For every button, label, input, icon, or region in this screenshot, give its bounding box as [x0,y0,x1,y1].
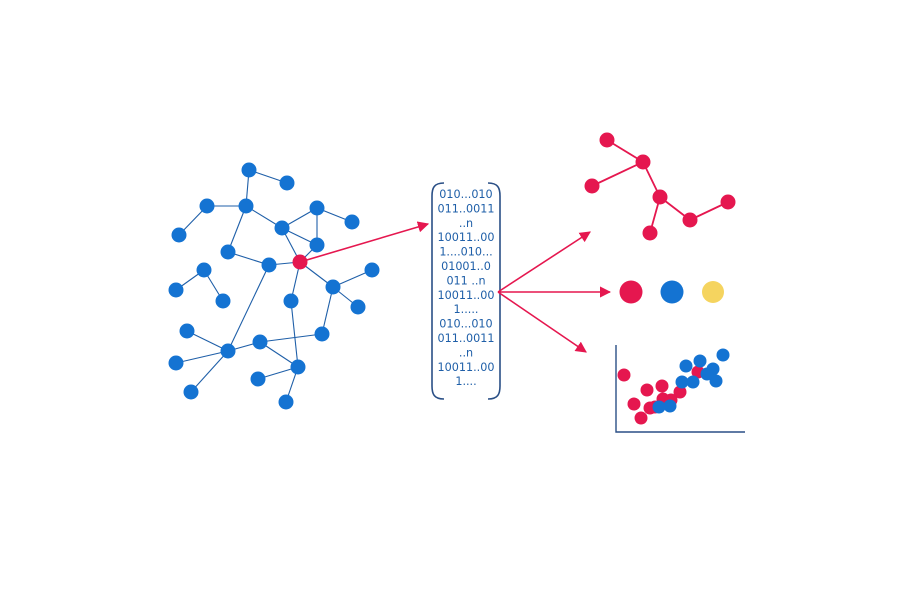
output-red-graph [584,132,736,241]
red-graph-node [642,225,658,241]
red-graph-node [599,132,615,148]
red-graph-node [720,194,736,210]
network-node [252,334,268,350]
scatter-point-blue [693,354,707,368]
vector-line: 011..0011 [438,332,495,345]
scatter-point-blue [716,348,730,362]
scatter-point-red [627,397,641,411]
vector-line: 10011..00 [438,361,495,374]
network-node [325,279,341,295]
vector-line: 10011..00 [438,231,495,244]
class-dot [660,280,684,304]
vector-line: 011 ..n [446,274,485,287]
network-node [309,237,325,253]
network-node [199,198,215,214]
embedding-arrow [299,221,430,263]
network-edge [227,205,247,253]
input-network-graph [168,162,380,410]
red-graph-node [584,178,600,194]
network-node [168,355,184,371]
scatter-point-blue [709,374,723,388]
vector-line: ..n [459,217,473,230]
network-edge [227,264,270,352]
output-scatter-plot [615,345,745,433]
network-node [250,371,266,387]
vector-binary-lines: 010...010011..0011..n10011..001....010..… [438,188,495,388]
vector-line: 010...010 [439,188,492,201]
network-node [350,299,366,315]
scatter-point-blue [652,400,666,414]
network-nodes [168,162,380,410]
scatter-point-red [617,368,631,382]
embedding-vector: 010...010011..0011..n10011..001....010..… [431,182,501,400]
network-edge [190,350,229,393]
scatter-point-red [655,379,669,393]
vector-left-bracket [431,182,445,400]
network-node [179,323,195,339]
network-node [314,326,330,342]
scatter-point-blue [663,399,677,413]
vector-line: 011..0011 [438,202,495,215]
scatter-axes [615,345,745,433]
scatter-points [617,348,730,425]
network-node [241,162,257,178]
network-edge [175,350,229,364]
network-node [261,257,277,273]
network-edge [186,330,229,352]
network-edge [259,341,299,368]
arrow-to-scatter-output [497,291,587,353]
red-graph-node [652,189,668,205]
scatter-point-red [673,385,687,399]
network-node [279,175,295,191]
network-node [168,282,184,298]
network-node [309,200,325,216]
network-node [183,384,199,400]
vector-line: 1....010... [439,246,492,259]
network-node [220,343,236,359]
scatter-point-blue [700,367,714,381]
scatter-point-blue [679,359,693,373]
network-node [196,262,212,278]
network-edge [259,333,323,343]
vector-line: 010...010 [439,318,492,331]
network-edge [290,300,299,368]
network-node [220,244,236,260]
red-graph-node [635,154,651,170]
network-node [274,220,290,236]
network-edge [321,286,334,335]
scatter-point-blue [675,375,689,389]
network-node [283,293,299,309]
scatter-point-blue [686,375,700,389]
vector-line: ..n [459,346,473,359]
output-class-dots [619,280,724,304]
network-node [238,198,254,214]
vector-line: 01001..0 [441,260,491,273]
output-arrows [497,231,612,353]
network-node [364,262,380,278]
class-dot [619,280,643,304]
network-node [290,359,306,375]
scatter-point-red [634,411,648,425]
red-graph-edge [591,161,644,187]
arrow-to-graph-output [497,231,591,293]
network-node [344,214,360,230]
vector-line: 1.... [455,375,476,388]
network-node [278,394,294,410]
red-graph-node [682,212,698,228]
scatter-point-red [640,383,654,397]
network-node [215,293,231,309]
vector-line: 1..... [454,303,479,316]
network-node [171,227,187,243]
class-dot [702,281,724,303]
vector-line: 10011..00 [438,289,495,302]
